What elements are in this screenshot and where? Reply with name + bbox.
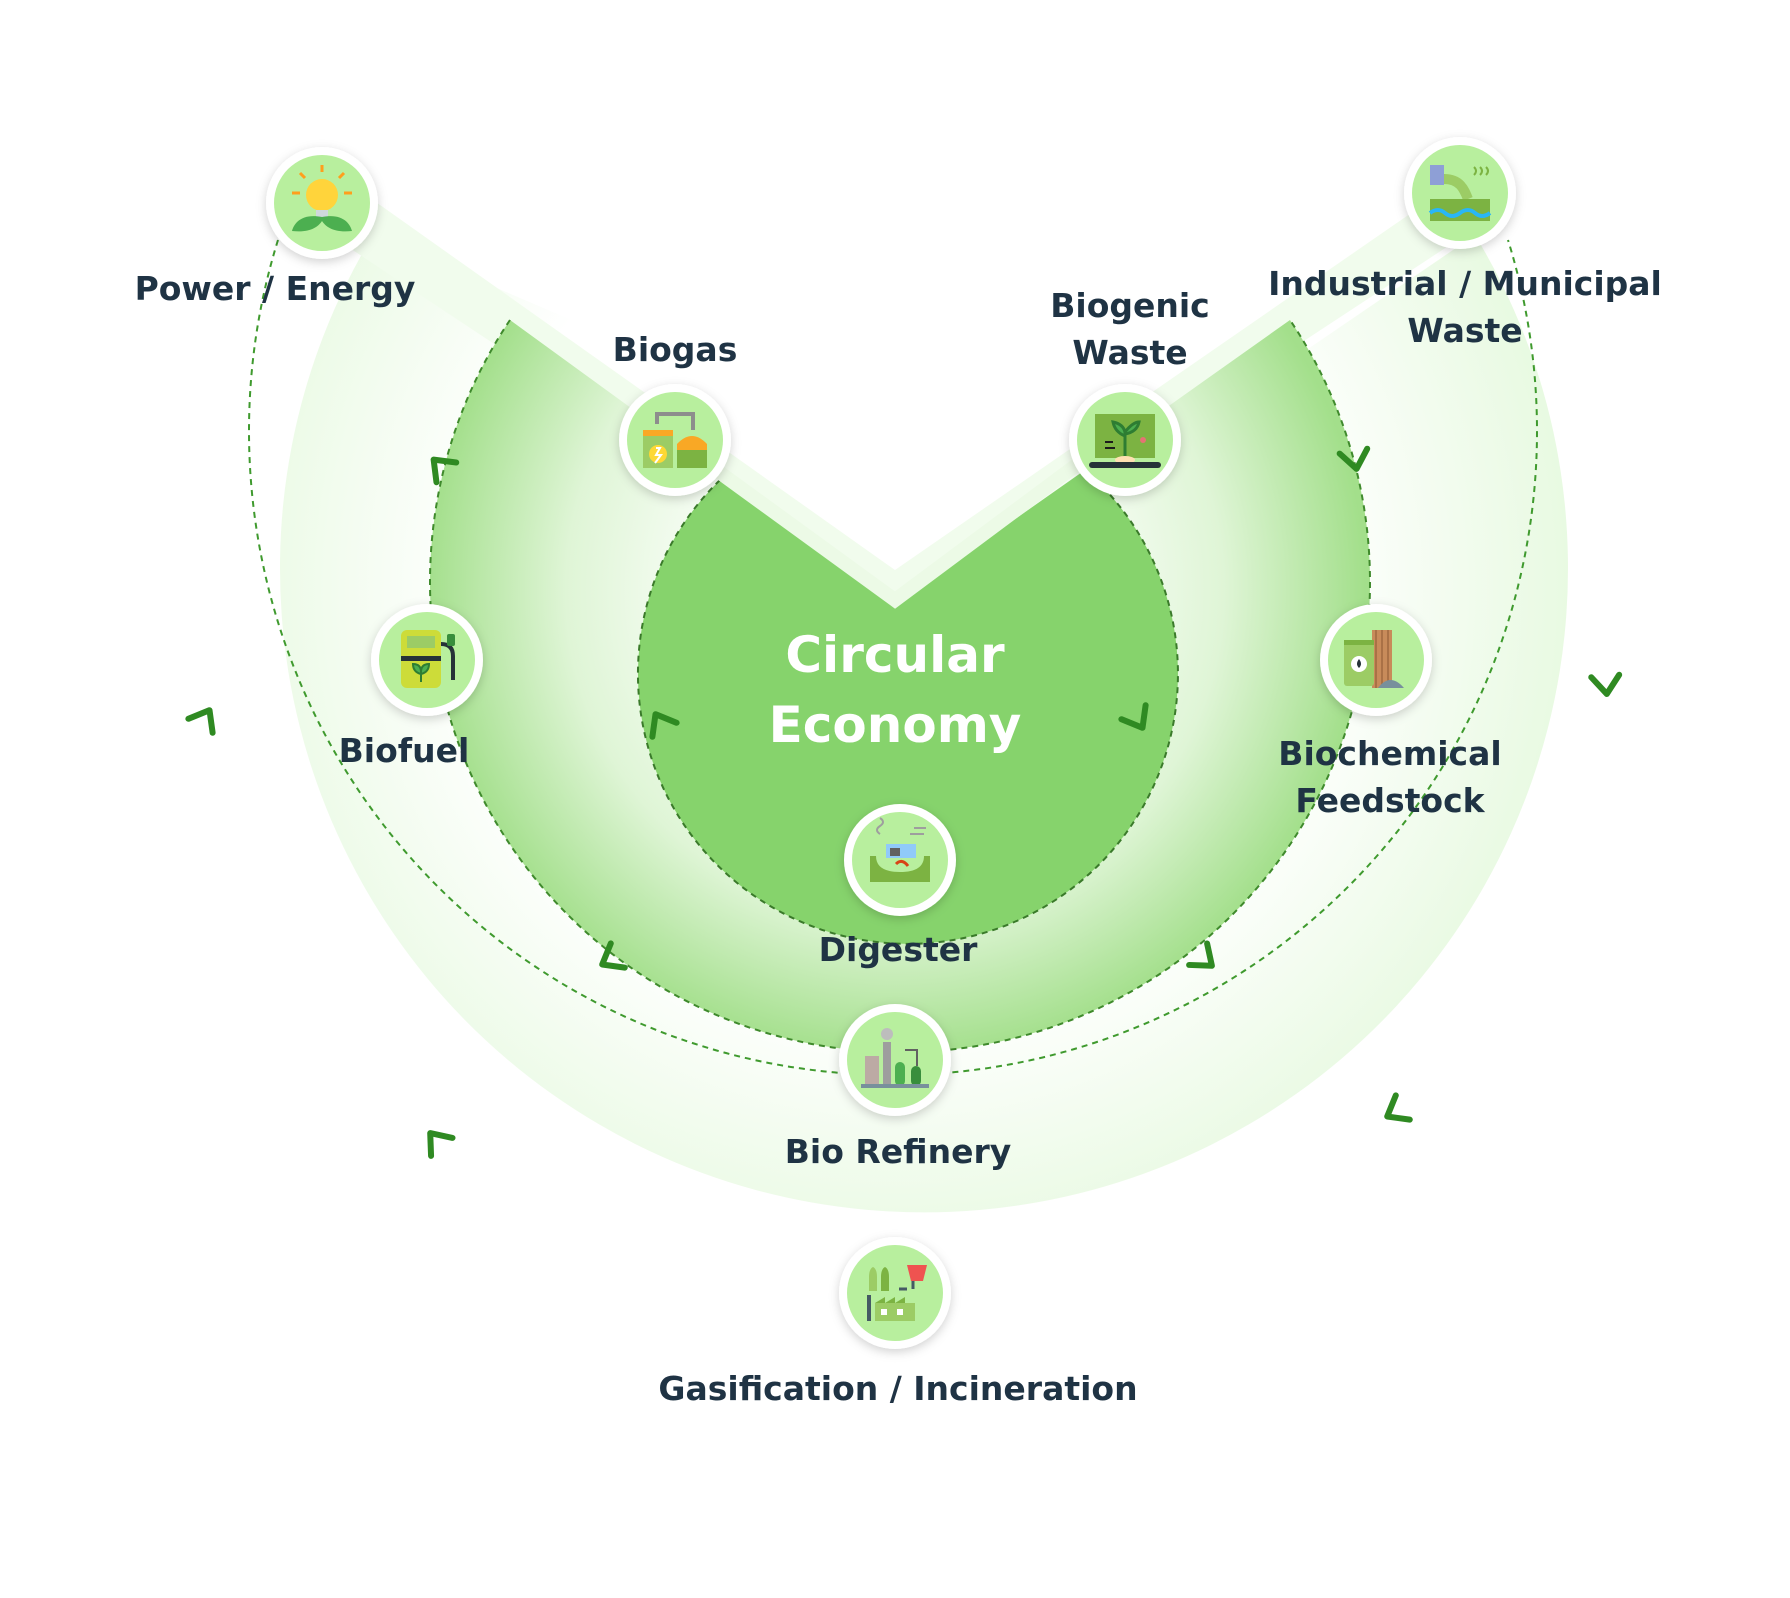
arrow-chevron: [1384, 1092, 1413, 1123]
outer-ring-dashed-border: [248, 239, 1538, 1076]
arrow-chevron: [1588, 671, 1623, 697]
barrel-feedstock-icon: [1344, 630, 1404, 688]
refinery-plant-icon: [861, 1028, 929, 1088]
label-line: Biochemical: [1278, 734, 1502, 773]
label-bio-refinery: Bio Refinery: [785, 1128, 1012, 1175]
node-biogas[interactable]: [619, 384, 731, 496]
node-power-energy[interactable]: [266, 147, 378, 259]
factory-waste-water-icon: [1428, 165, 1492, 221]
arrow-chevron: [599, 940, 628, 971]
arrow-chevron: [1118, 702, 1149, 731]
label-digester: Digester: [819, 926, 978, 973]
inner-core: [637, 470, 1178, 944]
center-title: Circular Economy: [769, 620, 1022, 760]
label-biogas: Biogas: [613, 326, 738, 373]
biogenic-waste-icon: [1089, 414, 1161, 468]
arrow-chevron: [430, 456, 460, 486]
label-line: Biogas: [612, 330, 738, 369]
label-line: Gasification / Incineration: [658, 1369, 1138, 1408]
label-gasification-incineration: Gasification / Incineration: [658, 1365, 1137, 1412]
label-line: Digester: [818, 930, 978, 969]
label-biochemical-feedstock: Biochemical Feedstock: [1278, 730, 1501, 824]
label-line: Waste: [1072, 333, 1188, 372]
label-line: Waste: [1407, 311, 1523, 350]
node-biogenic-waste[interactable]: [1069, 384, 1181, 496]
node-bio-refinery[interactable]: [839, 1004, 951, 1116]
arrow-chevron: [649, 711, 680, 740]
digester-tank-icon: [870, 817, 930, 882]
center-title-line: Circular: [785, 626, 1005, 684]
label-power-energy: Power / Energy: [135, 265, 416, 312]
biofuel-pump-icon: [401, 630, 455, 688]
node-biofuel[interactable]: [371, 604, 483, 716]
v-separator: [670, 434, 1115, 609]
label-line: Industrial / Municipal: [1268, 264, 1662, 303]
label-line: Biofuel: [338, 731, 470, 770]
node-digester[interactable]: [844, 804, 956, 916]
arrow-chevron: [427, 1130, 456, 1159]
arrow-chevron: [1336, 445, 1371, 472]
node-gasification-incineration[interactable]: [839, 1237, 951, 1349]
label-line: Feedstock: [1295, 781, 1485, 820]
label-biogenic-waste: Biogenic Waste: [1050, 282, 1210, 376]
label-industrial-municipal-waste: Industrial / Municipal Waste: [1268, 260, 1662, 354]
center-title-line: Economy: [768, 696, 1022, 754]
lightbulb-plant-icon: [292, 165, 352, 232]
label-biofuel: Biofuel: [339, 727, 470, 774]
arrow-chevron: [185, 707, 216, 736]
label-line: Biogenic: [1050, 286, 1210, 325]
node-biochemical-feedstock[interactable]: [1320, 604, 1432, 716]
biogas-plant-icon: [643, 412, 707, 468]
label-line: Bio Refinery: [784, 1132, 1012, 1171]
arrow-chevron: [1186, 940, 1215, 969]
label-line: Power / Energy: [134, 269, 416, 308]
incineration-plant-icon: [867, 1265, 927, 1321]
node-industrial-municipal-waste[interactable]: [1404, 137, 1516, 249]
